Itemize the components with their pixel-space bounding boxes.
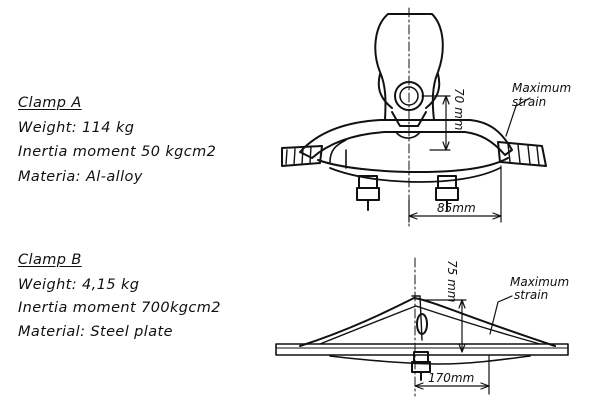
clamp-b-weight: Weight: 4,15 kg [18, 277, 140, 293]
clamp-b-bolt [411, 351, 431, 381]
clamp-a-yoke [374, 13, 444, 121]
clamp-b-title: Clamp B [18, 252, 82, 268]
clamp-a-conductor-right [497, 141, 547, 167]
clamp-a-dim-vertical [421, 95, 451, 151]
clamp-a-keeper [329, 167, 501, 183]
clamp-a-dim-horizontal-label: 85mm [437, 201, 476, 215]
clamp-a-strain-leader [505, 97, 531, 137]
clamp-a-body [299, 119, 513, 159]
clamp-b-dim-horizontal [414, 355, 490, 395]
clamp-b-inertia: Inertia moment 700kgcm2 [18, 300, 221, 316]
clamp-a-conductor-left [281, 145, 323, 167]
clamp-b-conductor [275, 343, 569, 356]
clamp-b-upper-plate [299, 297, 556, 347]
clamp-b-strain-label-2: strain [514, 288, 548, 302]
clamp-b-strain-label-1: Maximum [510, 275, 569, 289]
clamp-b-material: Material: Steel plate [18, 324, 173, 340]
clamp-a-dim-vertical-label: 70 mm [452, 88, 466, 130]
clamp-b-lower-plate [329, 355, 531, 365]
clamp-a-weight: Weight: 114 kg [18, 120, 135, 136]
clamp-b-dim-vertical [423, 299, 467, 353]
clamp-a-dim-horizontal [408, 165, 502, 223]
clamp-b-pivot-eye [416, 313, 428, 335]
clamp-a-bolt-left [356, 175, 380, 211]
clamp-b-drawing [275, 257, 569, 397]
clamp-a-bolt-right [435, 175, 459, 211]
clamp-a-strain-label-1: Maximum [512, 81, 571, 95]
clamp-a-material: Materia: Al-alloy [18, 169, 143, 185]
clamp-b-dim-vertical-label: 75 mm [445, 260, 459, 302]
clamp-b-strain-leader [489, 295, 513, 335]
clamp-a-drawing [281, 7, 547, 227]
clamp-b-dim-horizontal-label: 170mm [428, 371, 474, 385]
clamp-a-title: Clamp A [18, 95, 82, 111]
clamp-a-inertia: Inertia moment 50 kgcm2 [18, 144, 217, 160]
clamp-a-strain-label-2: strain [512, 95, 546, 109]
